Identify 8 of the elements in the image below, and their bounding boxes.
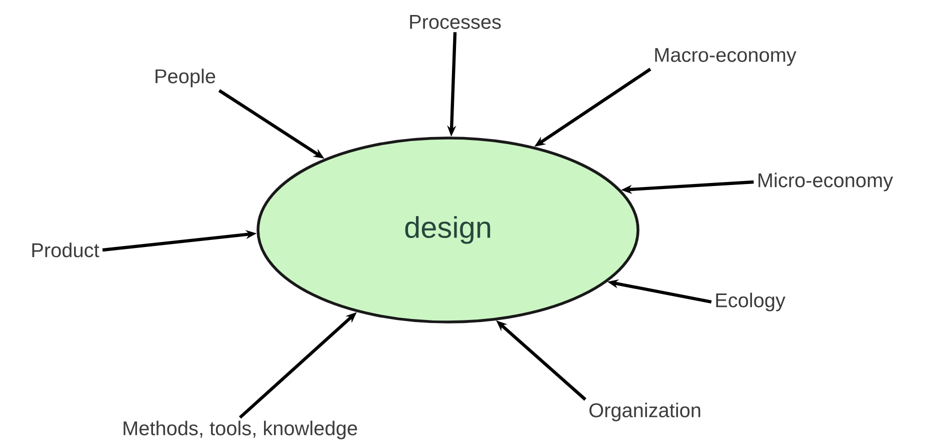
factor-label: Processes bbox=[410, 15, 501, 29]
factor-label: Product bbox=[32, 242, 100, 258]
factor-label: Organization bbox=[589, 402, 700, 422]
factor-label: Micro-economy bbox=[758, 172, 894, 192]
factor-label: Methods, tools, knowledge bbox=[124, 420, 358, 440]
factor-label: Ecology bbox=[716, 292, 786, 312]
factor-label: Macro-economy bbox=[655, 48, 796, 66]
factor-label: People bbox=[156, 68, 216, 88]
